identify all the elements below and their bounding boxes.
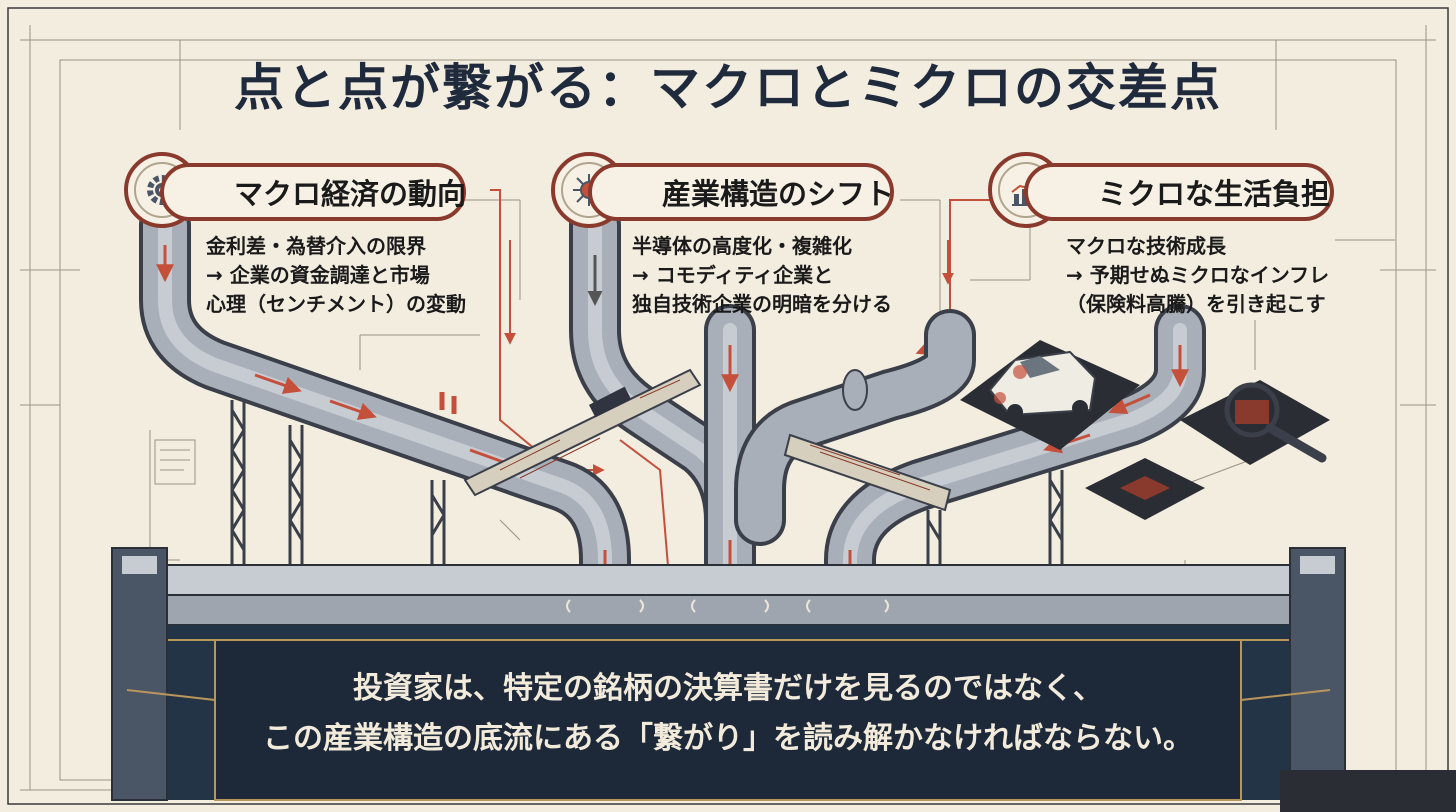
topic-industry-description: 半導体の高度化・複雑化 → コモディティ企業と 独自技術企業の明暗を分ける: [632, 232, 892, 319]
topic-macro-label: マクロ経済の動向: [160, 163, 466, 221]
topic-micro-line: （保険料高騰）を引き起こす: [1066, 292, 1326, 316]
vessel: [111, 547, 1346, 801]
topic-micro-description: マクロな技術成長 → 予期せぬミクロなインフレ （保険料高騰）を引き起こす: [1066, 232, 1329, 319]
circuit-board-left: [463, 368, 702, 497]
text-lines-doodle: [154, 439, 196, 485]
topic-industry-line: 独自技術企業の明暗を分ける: [632, 292, 892, 316]
topic-industry-line: 半導体の高度化・複雑化: [632, 234, 852, 258]
topic-industry-label: 産業構造のシフト: [588, 163, 894, 221]
car-illustration: [960, 340, 1140, 450]
corner-strip: [1280, 770, 1456, 812]
conclusion-line-1: 投資家は、特定の銘柄の決算書だけを見るのではなく、: [353, 671, 1103, 706]
microchip-illustration: [1085, 458, 1205, 520]
topic-macro-line: 心理（センチメント）の変動: [206, 292, 466, 316]
topic-macro-line: → 企業の資金調達と市場: [206, 263, 430, 287]
conclusion-line-2: この産業構造の底流にある「繋がり」を読み解かなければならない。: [263, 721, 1193, 756]
topic-micro-line: → 予期せぬミクロなインフレ: [1066, 263, 1330, 287]
topic-industry-line: → コモディティ企業と: [632, 263, 834, 287]
pipe-coupling: [842, 369, 868, 411]
conclusion-text: 投資家は、特定の銘柄の決算書だけを見るのではなく、 この産業構造の底流にある「繋…: [220, 664, 1236, 764]
magnified-chip-illustration: [1180, 380, 1330, 465]
topic-micro-label: ミクロな生活負担: [1024, 163, 1334, 221]
topic-macro-line: 金利差・為替介入の限界: [206, 234, 426, 258]
scaffold-right: [926, 470, 1064, 570]
red-markers: [439, 392, 457, 414]
scaffold-left: [230, 400, 446, 570]
topic-micro-line: マクロな技術成長: [1066, 234, 1226, 258]
topic-macro-description: 金利差・為替介入の限界 → 企業の資金調達と市場 心理（センチメント）の変動: [206, 232, 466, 319]
circuit-board-right: [783, 433, 952, 512]
page-title: 点と点が繋がる：マクロとミクロの交差点: [234, 59, 1222, 117]
